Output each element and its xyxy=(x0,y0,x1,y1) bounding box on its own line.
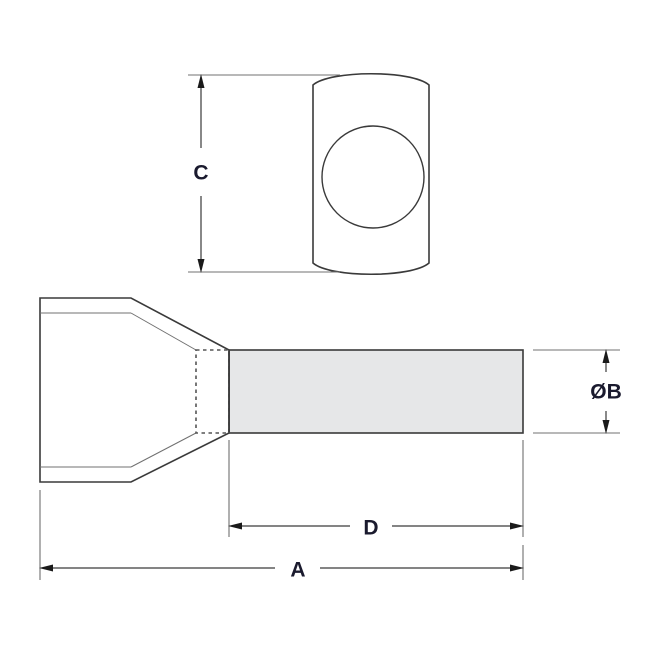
dimension-d-group: D xyxy=(228,440,524,540)
top-view-group xyxy=(312,72,430,276)
dimension-a-arrow-right xyxy=(510,564,524,572)
end-view-bore-circle xyxy=(321,125,425,229)
dimension-c-arrow-top xyxy=(197,74,205,88)
dimension-a-arrow-left xyxy=(39,564,53,572)
side-view-flange-outline xyxy=(39,297,230,483)
hidden-bore-rectangle xyxy=(195,349,230,434)
dimension-ob-label: ØB xyxy=(590,381,622,404)
flange-inner-top-diagonal xyxy=(130,312,197,351)
side-view-shaft xyxy=(228,349,524,434)
dimension-c-arrow-bottom xyxy=(197,259,205,273)
flange-inner-bottom-diagonal xyxy=(130,432,197,468)
dimension-ob-arrow-top xyxy=(602,349,610,363)
dimension-c-label: C xyxy=(193,162,208,185)
dimension-ob-group: ØB xyxy=(533,349,622,434)
dimension-a-group: A xyxy=(39,490,524,582)
dimension-ob-arrow-bottom xyxy=(602,420,610,434)
dimension-d-arrow-right xyxy=(510,522,524,530)
dimension-a-label: A xyxy=(290,559,305,582)
dimension-d-arrow-left xyxy=(228,522,242,530)
dimension-d-label: D xyxy=(363,517,378,540)
dimension-c-group: C xyxy=(188,74,340,273)
side-view-group xyxy=(39,297,524,483)
